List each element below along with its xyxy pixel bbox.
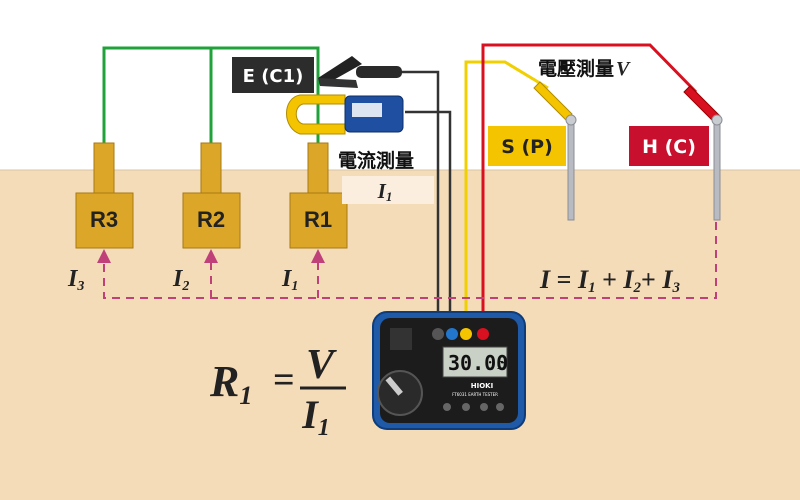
lcd-screen [442,346,508,378]
current-path [97,222,717,299]
meter-button-1 [443,403,451,411]
clamp-sensor-icon [286,94,404,135]
s-clip-icon [533,81,573,121]
meter-button-3 [480,403,488,411]
s-rod [565,114,577,221]
lcd-unit: Ω [497,359,505,372]
e-clip-icon [318,56,402,88]
earth-tester-meter: 30.00 Ω HIOKI FT6031 EARTH TESTER [372,311,526,430]
resistance-formula: R1 = V I1 [209,342,346,441]
total-current-equation: I = I1 + I2+ I3 [539,265,680,296]
black-wire [400,70,452,330]
lcd-reading: 30.00 [448,351,508,375]
electrode-r3: R3 [75,142,134,249]
h-label: H (C) [629,126,709,166]
formula-lhs: R1 [209,357,252,410]
meter-button-2 [462,403,470,411]
current-symbol-box [342,176,434,204]
terminal-e-icon [432,328,444,340]
s-label-text: S (P) [501,136,553,158]
electrode-r1-label: R1 [304,207,332,232]
electrode-r2-label: R2 [197,207,225,232]
electrode-r2: R2 [182,142,241,249]
e-label-text: E (C1) [243,66,304,87]
electrode-r1: R1 [289,142,348,249]
formula-equals: = [273,359,295,401]
yellow-wire [464,60,549,330]
current-measure-label: 電流測量 [338,149,414,172]
terminal-h-icon [477,328,489,340]
formula-numerator: V [306,342,337,388]
red-wire [481,43,698,330]
meter-button-4 [496,403,504,411]
terminal-es-icon [446,328,458,340]
h-rod [711,114,723,221]
meter-model: FT6031 EARTH TESTER [452,392,498,397]
e-label: E (C1) [232,57,314,93]
meter-brand: HIOKI [471,382,493,390]
terminal-s-icon [460,328,472,340]
h-label-text: H (C) [642,136,696,158]
speaker-icon [390,328,412,350]
s-label: S (P) [488,126,566,166]
electrode-r3-label: R3 [90,207,118,232]
